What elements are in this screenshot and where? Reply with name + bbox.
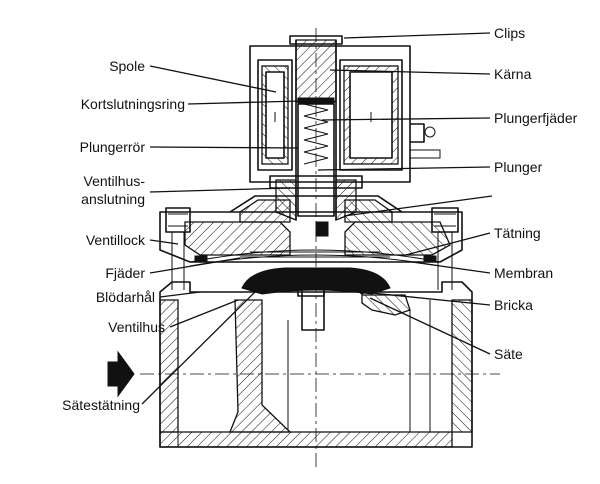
label-bricka: Bricka [494,297,533,313]
label-fjader: Fjäder [105,265,145,281]
valve-cover [159,195,463,290]
coil [249,45,441,183]
label-ventilhus-line2: anslutning [81,191,145,207]
leader-lines [141,32,493,405]
label-karna: Kärna [494,66,532,82]
right-bolt-icon [431,207,459,233]
label-plungerror: Plungerrör [80,139,146,155]
label-blodarhal: Blödarhål [96,289,155,305]
label-plungerfjader: Plungerfjäder [494,110,578,126]
connector-icon [410,123,425,143]
diaphragm [189,249,441,297]
label-sate: Säte [494,346,523,362]
left-bolt-icon [165,207,191,233]
labels: Clips Spole Kärna Kortslutningsring Plun… [62,25,577,413]
flow-arrow-icon [107,350,135,398]
label-satestatning: Sätestätning [62,397,140,413]
label-spole: Spole [109,58,145,74]
label-tatning: Tätning [494,225,541,241]
label-membran: Membran [494,265,553,281]
label-plunger: Plunger [494,159,543,175]
label-clips: Clips [494,25,525,41]
plunger-assembly [269,28,363,470]
label-ventillock: Ventillock [86,232,146,248]
label-kortslutningsring: Kortslutningsring [81,96,185,112]
label-ventilhus: Ventilhus [108,319,165,335]
label-ventilhus-line1: Ventilhus- [84,173,146,189]
valve-body [107,281,500,448]
